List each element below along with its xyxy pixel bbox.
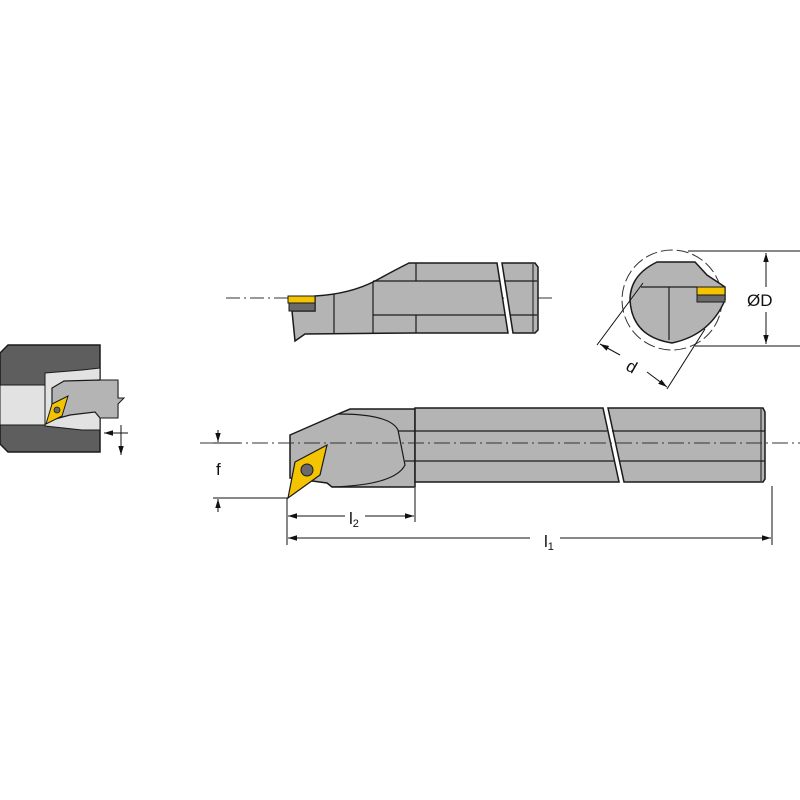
f-label: f xyxy=(216,460,221,479)
bore xyxy=(0,384,47,426)
side-body xyxy=(291,262,509,343)
diameter-label: ØD xyxy=(747,291,773,310)
insert-screw xyxy=(53,406,61,414)
l1-label: l1 xyxy=(544,532,554,553)
tool-shank-break xyxy=(100,379,126,419)
shim-end xyxy=(696,294,726,303)
side-view xyxy=(226,262,555,343)
top-pocket xyxy=(331,413,406,488)
l2-label: l2 xyxy=(349,509,359,530)
insert-side xyxy=(287,295,316,304)
top-view: f l2 l1 xyxy=(200,407,800,553)
end-section xyxy=(629,261,726,344)
top-shank-end xyxy=(607,407,766,483)
insert-screw xyxy=(300,463,314,477)
application-view xyxy=(0,344,128,455)
insert-end xyxy=(696,286,726,296)
shim-side xyxy=(288,302,316,312)
end-view: ØD d xyxy=(596,249,800,390)
d-label: d xyxy=(623,356,641,377)
top-shank xyxy=(414,407,620,483)
